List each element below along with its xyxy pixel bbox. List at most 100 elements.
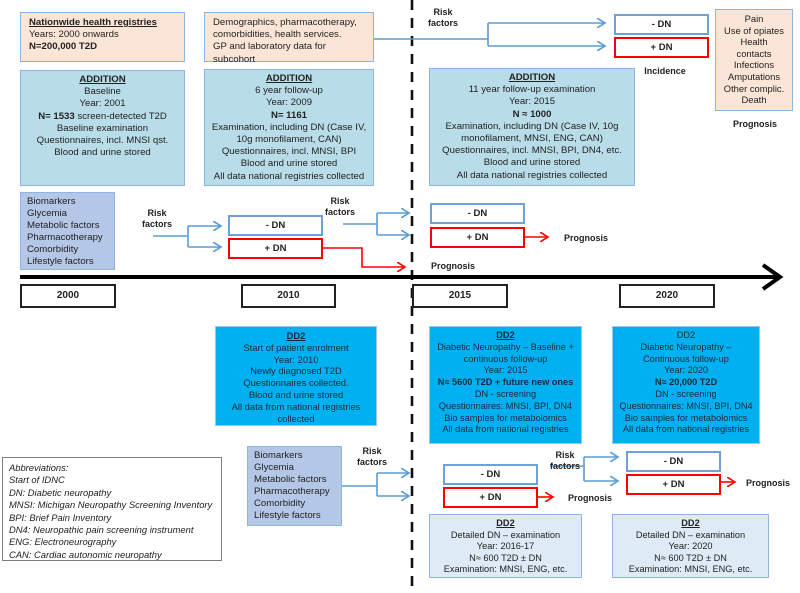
prognosis-item: Death bbox=[741, 94, 767, 106]
addition-line: Questionnaires, incl. MNSI qst. bbox=[36, 135, 169, 147]
dd2-line: Start of patient enrolment bbox=[243, 341, 349, 353]
addition-n-value: N ≈ 1000 bbox=[512, 108, 552, 120]
risk-label-line: factors bbox=[428, 18, 459, 28]
addition-line: Baseline examination bbox=[56, 122, 149, 134]
risk-factor-item: Lifestyle factors bbox=[27, 256, 94, 267]
dd2-line: N≈ 600 T2D ± DN bbox=[469, 552, 542, 563]
timeline-arrowhead bbox=[761, 263, 784, 291]
risk-label-line: Risk bbox=[362, 446, 382, 456]
top-risk-arrow bbox=[373, 23, 605, 46]
addition-line: Baseline bbox=[84, 86, 121, 98]
prognosis-item: Amputations bbox=[727, 70, 781, 82]
dd2-line: Year: 2020 bbox=[663, 365, 709, 376]
dd2-line: DN - screening bbox=[655, 388, 717, 399]
dd2-line: Blood and urine stored bbox=[248, 388, 344, 400]
upper-risk-arrow-1 bbox=[153, 226, 221, 247]
risk-factor-item: Comorbidity bbox=[254, 498, 306, 509]
addition-6yr-box: ADDITION 6 year follow-up Year: 2009 N= … bbox=[204, 69, 374, 186]
dd2-line: Questionnaires: MNSI, BPI, DN4 bbox=[438, 400, 573, 411]
risk-label-line: Risk bbox=[555, 450, 575, 460]
risk-factor-item: Metabolic factors bbox=[27, 220, 100, 231]
abbreviations-title: Abbreviations: bbox=[9, 462, 69, 473]
incidence-label: Incidence bbox=[644, 66, 686, 76]
addition-line: Blood and urine stored bbox=[240, 158, 338, 170]
risk-factor-item: Biomarkers bbox=[27, 196, 76, 207]
risk-label-line: factors bbox=[325, 207, 356, 217]
addition-title: ADDITION bbox=[265, 73, 313, 84]
risk-factor-item: Pharmacotherapy bbox=[254, 486, 330, 497]
addition-line: All data national registries collected bbox=[213, 170, 365, 182]
dd2-line: Bio samples for metabolomics bbox=[444, 412, 567, 423]
prognosis-item: Use of opiates bbox=[724, 24, 784, 36]
registry-data-line: Demographics, pharmacotherapy, bbox=[213, 17, 357, 28]
prognosis-item: Other complic. bbox=[723, 82, 785, 94]
upper-pos-dn-2015: + DN bbox=[430, 227, 525, 248]
lower-pos-dn-2020: + DN bbox=[626, 474, 721, 495]
lower-risk-factors-label-2: Risk factors bbox=[550, 450, 580, 472]
abbreviation-item: CAN: Cardiac autonomic neuropathy bbox=[9, 548, 162, 560]
prognosis-item: contacts bbox=[736, 47, 772, 59]
abbreviation-item: DN4: Neuropathic pain screening instrume… bbox=[9, 524, 194, 536]
dd2-line: All data from national registries bbox=[231, 400, 361, 412]
upper-prognosis-2015: Prognosis bbox=[564, 233, 609, 243]
idnc-legend-label: Start of IDNC bbox=[9, 474, 65, 486]
dd2-line: continuous follow-up bbox=[463, 353, 548, 364]
risk-factor-item: Pharmacotherapy bbox=[27, 232, 103, 243]
year-2015: 2015 bbox=[412, 284, 508, 308]
top-pos-dn-box: + DN bbox=[614, 37, 709, 58]
dd2-line: All data from national registries bbox=[622, 424, 750, 435]
upper-pos-arrow-2010 bbox=[323, 247, 405, 267]
addition-line: Examination, including DN (Case IV, bbox=[211, 121, 367, 133]
dd2-line: Year: 2010 bbox=[273, 353, 319, 365]
addition-line: Blood and urine stored bbox=[483, 157, 581, 169]
registry-data-box: Demographics, pharmacotherapy, comorbidi… bbox=[204, 12, 374, 65]
risk-label-line: Risk bbox=[330, 196, 350, 206]
dd2-enrolment-box: DD2 Start of patient enrolment Year: 201… bbox=[215, 326, 377, 426]
abbreviation-item: MNSI: Michigan Neuropathy Screening Inve… bbox=[9, 499, 213, 511]
addition-line: monofilament, MNSI, ENG, CAN) bbox=[461, 133, 603, 145]
prognosis-items-box: Pain Use of opiates Health contacts Infe… bbox=[715, 9, 793, 111]
dd2-line: DN - screening bbox=[474, 388, 537, 399]
risk-factor-item: Biomarkers bbox=[254, 450, 303, 461]
risk-factor-item: Glycemia bbox=[254, 462, 294, 473]
registries-n: N=200,000 T2D bbox=[29, 41, 97, 53]
dd2-title: DD2 bbox=[681, 518, 700, 528]
risk-factor-item: Metabolic factors bbox=[254, 474, 327, 485]
addition-line: Blood and urine stored bbox=[54, 147, 151, 159]
dd2-line: Year: 2020 bbox=[668, 541, 713, 552]
addition-11yr-box: ADDITION 11 year follow-up examination Y… bbox=[429, 68, 635, 186]
abbreviations-legend: Abbreviations: Start of IDNC DN: Diabeti… bbox=[2, 457, 222, 561]
lower-prognosis-2020: Prognosis bbox=[746, 478, 791, 488]
dd2-line: Bio samples for metabolomics bbox=[624, 412, 748, 423]
dd2-detailed-2016-box: DD2 Detailed DN – examination Year: 2016… bbox=[429, 514, 582, 578]
upper-prognosis-2010: Prognosis bbox=[431, 261, 476, 271]
addition-line: 6 year follow-up bbox=[255, 85, 323, 97]
addition-line: 10g monofilament, CAN) bbox=[236, 134, 342, 146]
dd2-title: DD2 bbox=[496, 518, 515, 528]
lower-neg-dn-2020: - DN bbox=[626, 451, 721, 472]
addition-title: ADDITION bbox=[508, 72, 556, 83]
addition-line: Year: 2009 bbox=[265, 97, 313, 109]
registries-box: Nationwide health registries Years: 2000… bbox=[20, 12, 185, 62]
abbreviation-item: BPI: Brief Pain Inventory bbox=[9, 511, 112, 523]
dd2-line: Year: 2015 bbox=[483, 365, 528, 376]
lower-neg-dn-2015: - DN bbox=[443, 464, 538, 485]
upper-risk-factors-label-1: Risk factors bbox=[142, 208, 172, 230]
abbreviation-item: ENG: Electroneurography bbox=[9, 536, 117, 548]
addition-n-desc: screen-detected T2D bbox=[74, 110, 167, 122]
dd2-line: Examination: MNSI, ENG, etc. bbox=[443, 564, 568, 575]
dd2-line: Questionnaires: MNSI, BPI, DN4 bbox=[619, 400, 753, 411]
addition-line: Questionnaires, incl. MNSI, BPI, DN4, et… bbox=[442, 145, 622, 157]
lower-risk-factors-label-1: Risk factors bbox=[357, 446, 387, 468]
dd2-title: DD2 bbox=[496, 330, 515, 340]
prognosis-item: Infections bbox=[733, 59, 775, 71]
risk-factor-item: Comorbidity bbox=[27, 244, 79, 255]
dd2-detailed-2020-box: DD2 Detailed DN – examination Year: 2020… bbox=[612, 514, 769, 578]
dd2-line: Detailed DN – examination bbox=[635, 529, 746, 540]
lower-prognosis-2015: Prognosis bbox=[568, 493, 613, 503]
upper-pos-dn-2010: + DN bbox=[228, 238, 323, 259]
upper-neg-dn-2010: - DN bbox=[228, 215, 323, 236]
dd2-title: DD2 bbox=[286, 330, 306, 341]
addition-n-value: N= 1533 bbox=[38, 110, 75, 122]
